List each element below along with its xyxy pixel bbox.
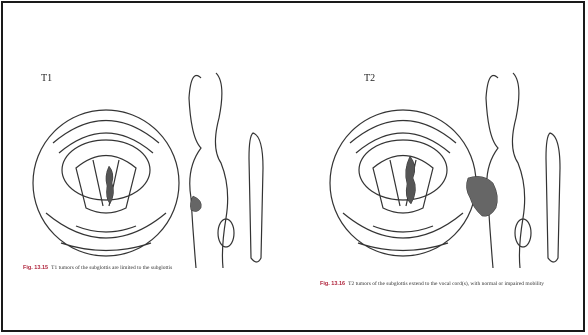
- caption-text: T1 tumors of the subglottis are limited …: [51, 265, 172, 271]
- tumor-mass: [406, 156, 416, 204]
- sagittal-section: [189, 73, 263, 268]
- figure-panel-t2: T2: [318, 3, 588, 334]
- laryngoscopic-view: [330, 110, 476, 256]
- sagittal-tumor: [190, 196, 201, 212]
- larynx-illustration-t2: [318, 58, 588, 273]
- laryngoscopic-view: [33, 110, 179, 256]
- tumor-mass: [106, 166, 114, 204]
- caption-text: T2 tumors of the subglottis extend to th…: [348, 281, 544, 287]
- sagittal-section: [486, 73, 560, 268]
- figure-panel-t1: T1: [21, 3, 291, 334]
- figure-number: Fig. 13.16: [320, 281, 345, 287]
- figure-number: Fig. 13.15: [23, 265, 48, 271]
- larynx-illustration-t1: [21, 58, 291, 273]
